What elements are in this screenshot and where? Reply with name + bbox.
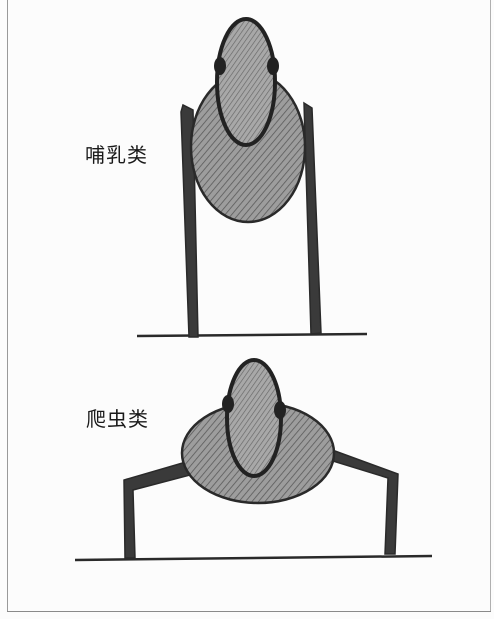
reptile-ground-line <box>74 554 433 562</box>
reptile-label: 爬虫类 <box>86 407 149 431</box>
mammal-ground-line <box>136 332 368 338</box>
reptile-figure <box>74 358 433 562</box>
mammal-right-leg <box>303 101 322 335</box>
mammal-right-shoulder <box>267 57 279 75</box>
reptile-right-shoulder <box>274 401 286 419</box>
page-border-bottom <box>7 611 491 612</box>
page-border-right <box>490 0 491 612</box>
reptile-left-leg <box>123 461 191 559</box>
page-border-left <box>7 0 8 612</box>
reptile-head <box>225 358 283 478</box>
mammal-label: 哺乳类 <box>85 143 148 167</box>
reptile-left-shoulder <box>222 395 234 413</box>
mammal-head <box>215 17 277 147</box>
mammal-figure <box>136 17 368 338</box>
mammal-left-shoulder <box>214 57 226 75</box>
